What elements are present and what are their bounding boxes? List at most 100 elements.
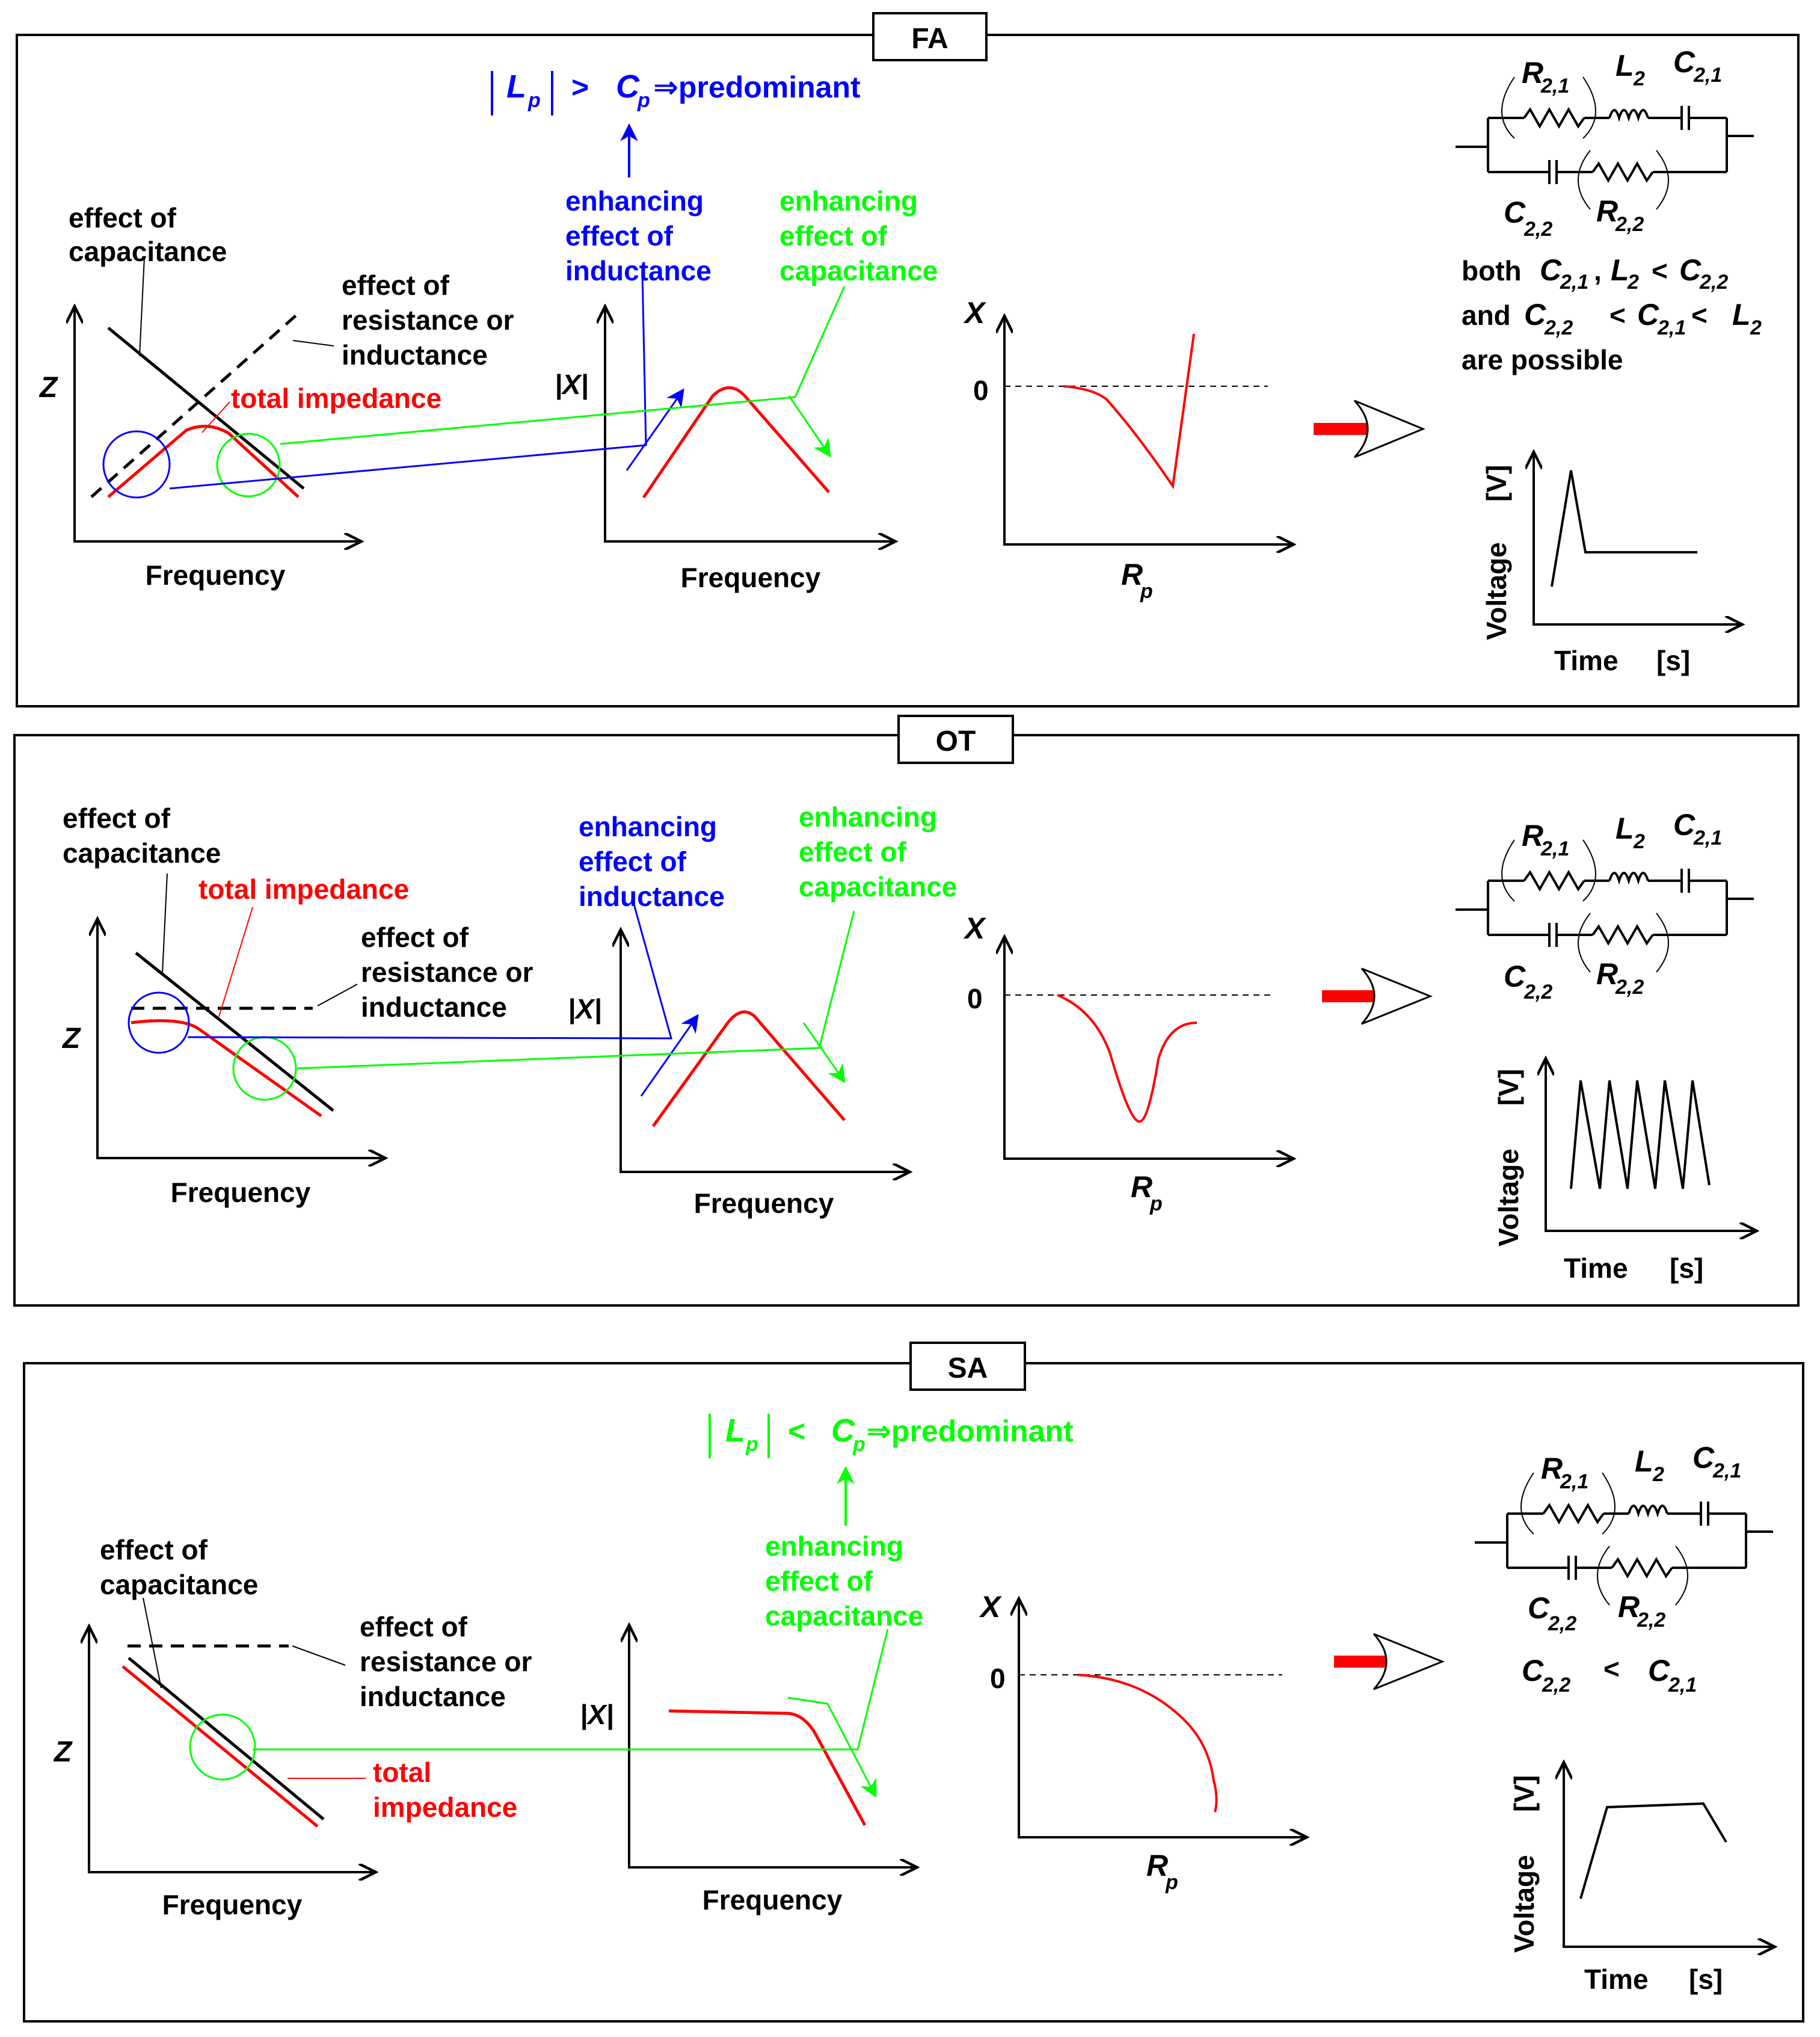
label-line: effect of [765, 1565, 873, 1597]
label-line: resistance or [361, 957, 533, 988]
capacitance-leader [297, 910, 855, 1070]
result-arrow [1322, 967, 1433, 1025]
capacitance-line [107, 327, 305, 490]
enh-capacitance-label: enhancing effect of capacitance [799, 801, 957, 902]
rp-subscript: p [1140, 580, 1153, 603]
cond-c21: C [1637, 298, 1659, 331]
r21-subscript: 2,1 [1540, 837, 1569, 860]
label-line: enhancing [579, 811, 717, 842]
cond-c21: C [1648, 1654, 1670, 1687]
c22-symbol: C [1504, 196, 1526, 229]
rp-subscript: p [1165, 1871, 1178, 1894]
cond-both: both [1462, 255, 1522, 286]
zero-label: 0 [973, 375, 989, 406]
voltage-waveform [1551, 470, 1697, 587]
zero-label: 0 [990, 1663, 1006, 1694]
label-line: enhancing [799, 801, 937, 833]
r21-symbol: R [1541, 1452, 1563, 1485]
effect-resistance-label: effect of resistance or inductance [360, 1611, 540, 1712]
x-rp-curve [1077, 1674, 1218, 1813]
x-axis-label: Frequency [162, 1889, 303, 1920]
green-circle [232, 1036, 297, 1101]
r21-subscript: 2,1 [1540, 75, 1569, 97]
rp-subscript: p [1149, 1192, 1163, 1215]
r22-symbol: R [1596, 194, 1618, 228]
condition-text: both C 2,1 , L 2 < C 2,2 and C 2,2 < C 2… [1462, 253, 1762, 375]
z-axis-label: Z [53, 1736, 73, 1768]
x-rp-plot: X 0 R p [963, 911, 1292, 1215]
inductance-leader [187, 899, 672, 1040]
c21-subscript: 2,1 [1693, 64, 1722, 87]
x-axis-label: Frequency [702, 1884, 843, 1915]
cond-c22: C [1524, 298, 1546, 331]
capacitance-arrow [787, 1696, 877, 1798]
abs-x-axis-label: |X| [555, 369, 588, 400]
cond-c22-sub: 2,2 [1544, 316, 1573, 339]
l2-symbol: L [1635, 1444, 1653, 1478]
r22-symbol: R [1596, 957, 1618, 991]
resistance-leader [292, 340, 334, 347]
cond-comma: , [1594, 255, 1602, 286]
total-impedance-label: total impedance [231, 383, 441, 414]
cond-c22: C [1679, 253, 1702, 287]
voltage-plot: Voltage [V] Time [s] [1493, 1060, 1755, 1284]
comparison-operator: > [571, 70, 589, 104]
arrow-shaft [1322, 990, 1382, 1002]
effect-capacitance-label: effect of capacitance [100, 1534, 258, 1600]
panel-ot: OT Z Frequency effect of capacitance tot… [13, 715, 1800, 1307]
panel-title-box [897, 715, 1014, 764]
capacitance-arrow [802, 1022, 846, 1083]
predominant-suffix: ⇒predominant [866, 1414, 1074, 1448]
rp-label: R [1121, 558, 1143, 591]
label-line: effect of [565, 220, 674, 251]
label-line: inductance [579, 881, 725, 912]
label-line: inductance [361, 991, 507, 1023]
resistance-leader [317, 984, 358, 1006]
voltage-label: Voltage [1493, 1148, 1524, 1247]
panel-title-box [872, 12, 988, 61]
cp-subscript: p [637, 89, 650, 112]
l2-subscript: 2 [1633, 830, 1645, 853]
label-line: capacitance [799, 871, 957, 902]
voltage-unit: [V] [1481, 465, 1512, 502]
time-label: Time [1554, 645, 1619, 676]
x-rp-plot: X 0 R p [963, 296, 1292, 603]
label-line: enhancing [565, 185, 704, 217]
x-rp-curve [1063, 333, 1195, 490]
x-axis-label: Frequency [681, 562, 821, 593]
cond-l2: L [1611, 253, 1629, 287]
panel-title-box [909, 1342, 1026, 1391]
impedance-plot: Z Frequency effect of capacitance total … [61, 803, 533, 1208]
rp-label: R [1131, 1170, 1152, 1204]
c21-subscript: 2,1 [1693, 827, 1722, 849]
voltage-waveform [1570, 1080, 1711, 1189]
predominant-label: L p < C p ⇒predominant [709, 1413, 1074, 1458]
c22-subscript: 2,2 [1523, 218, 1552, 241]
l2-symbol: L [1616, 49, 1634, 82]
c22-symbol: C [1504, 960, 1526, 993]
time-unit: [s] [1670, 1253, 1703, 1284]
reactance-plot: |X| Frequency enhancing effect of capaci… [253, 1530, 923, 1915]
cond-c22: C [1522, 1654, 1544, 1687]
panel-title: OT [936, 726, 976, 757]
label-line: effect of [579, 846, 687, 877]
condition-text: C 2,2 < C 2,1 [1522, 1653, 1697, 1696]
label-line: inductance [342, 339, 488, 371]
label-line: capacitance [100, 1569, 258, 1600]
enh-inductance-label: enhancing effect of inductance [579, 811, 725, 912]
arrow-head [1353, 399, 1425, 458]
cond-l2: L [1732, 298, 1751, 331]
label-line: effect of [69, 202, 177, 233]
voltage-label: Voltage [1481, 542, 1512, 640]
total-impedance-curve [131, 1019, 322, 1118]
inductance-leader [169, 273, 647, 490]
cp-symbol: C [831, 1413, 855, 1449]
enh-capacitance-label: enhancing effect of capacitance [765, 1530, 923, 1632]
c22-symbol: C [1528, 1591, 1550, 1625]
cp-symbol: C [616, 69, 640, 105]
x-rp-plot: X 0 R p [979, 1590, 1305, 1894]
voltage-unit: [V] [1508, 1775, 1540, 1812]
inductance-arrow [640, 1014, 699, 1097]
label-line: effect of [779, 220, 888, 251]
l2-subscript: 2 [1652, 1463, 1664, 1486]
